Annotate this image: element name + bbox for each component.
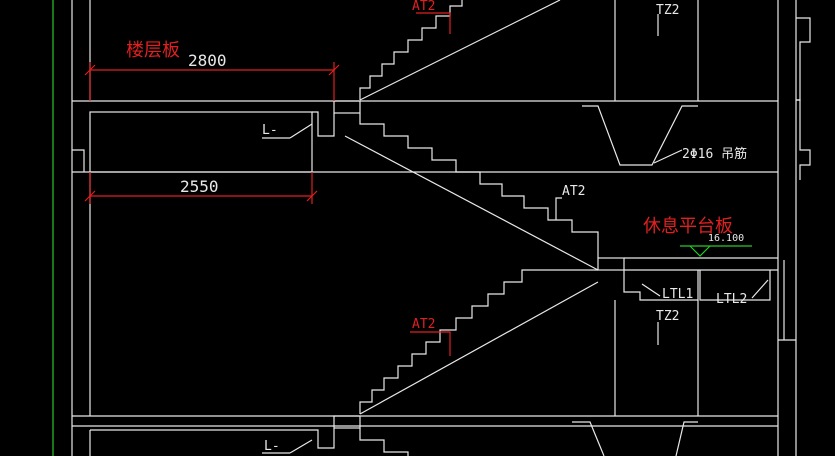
landing-joint [597,257,625,271]
at2-low-leader [410,331,451,356]
dimension-tick [328,64,340,76]
landing-slab-label: 休息平台板 [643,216,733,237]
l-top-leader [289,123,313,139]
floor-slab-joint [333,100,361,114]
dimension-tick [84,64,96,76]
rebar-tag: 2Φ16 吊筋 [682,146,747,162]
floor-slab-ledge [312,111,335,137]
ltl1-leader [641,283,661,297]
upper-flight-soffit [359,0,561,101]
at2-top-tag: AT2 [412,0,435,14]
ltl1-beam [623,270,699,301]
at2-top-leader [416,12,451,34]
lower-flight-steps [359,269,598,414]
dimension-text-top: 2800 [188,51,227,70]
tz2-top-tag: TZ2 [656,3,679,18]
lower-flight-soffit [359,281,599,415]
right-wall-profile-top [796,17,811,101]
at2-mid-tag: AT2 [562,184,585,199]
dimension-tick [84,190,96,202]
floor-beam-box [89,111,313,173]
middle-flight-soffit [344,135,599,271]
ltl2-leader [751,279,769,299]
upper-flight-steps [359,0,463,100]
dimension-tick [306,190,318,202]
ltl2-beam [699,270,771,301]
tz2-mid-tag: TZ2 [656,309,679,324]
rebar-v-shape [582,105,698,166]
bottom-slab-joint [333,415,361,429]
l-bottom-leader [289,439,313,454]
elevation-tag: 16.100 [708,233,744,244]
middle-flight-steps [359,113,599,258]
at2-mid-leader [555,197,562,220]
bottom-rebar-right [675,421,698,456]
ltl1-tag: LTL1 [662,287,693,302]
elevation-mark [689,245,711,257]
bottom-rebar-left [572,421,605,456]
right-wall-profile-mid [796,99,811,180]
floor-slab-label: 楼层板 [126,40,180,61]
dimension-text-bottom: 2550 [180,177,219,196]
ltl2-tag: LTL2 [716,292,747,307]
bottom-flight-steps [359,428,409,456]
l-top-tag: L- [262,123,278,138]
rebar-leader [653,149,683,164]
left-wall-notch [72,149,85,172]
at2-low-tag: AT2 [412,317,435,332]
bottom-slab-ledge [90,428,335,449]
l-bottom-tag: L- [264,439,280,454]
